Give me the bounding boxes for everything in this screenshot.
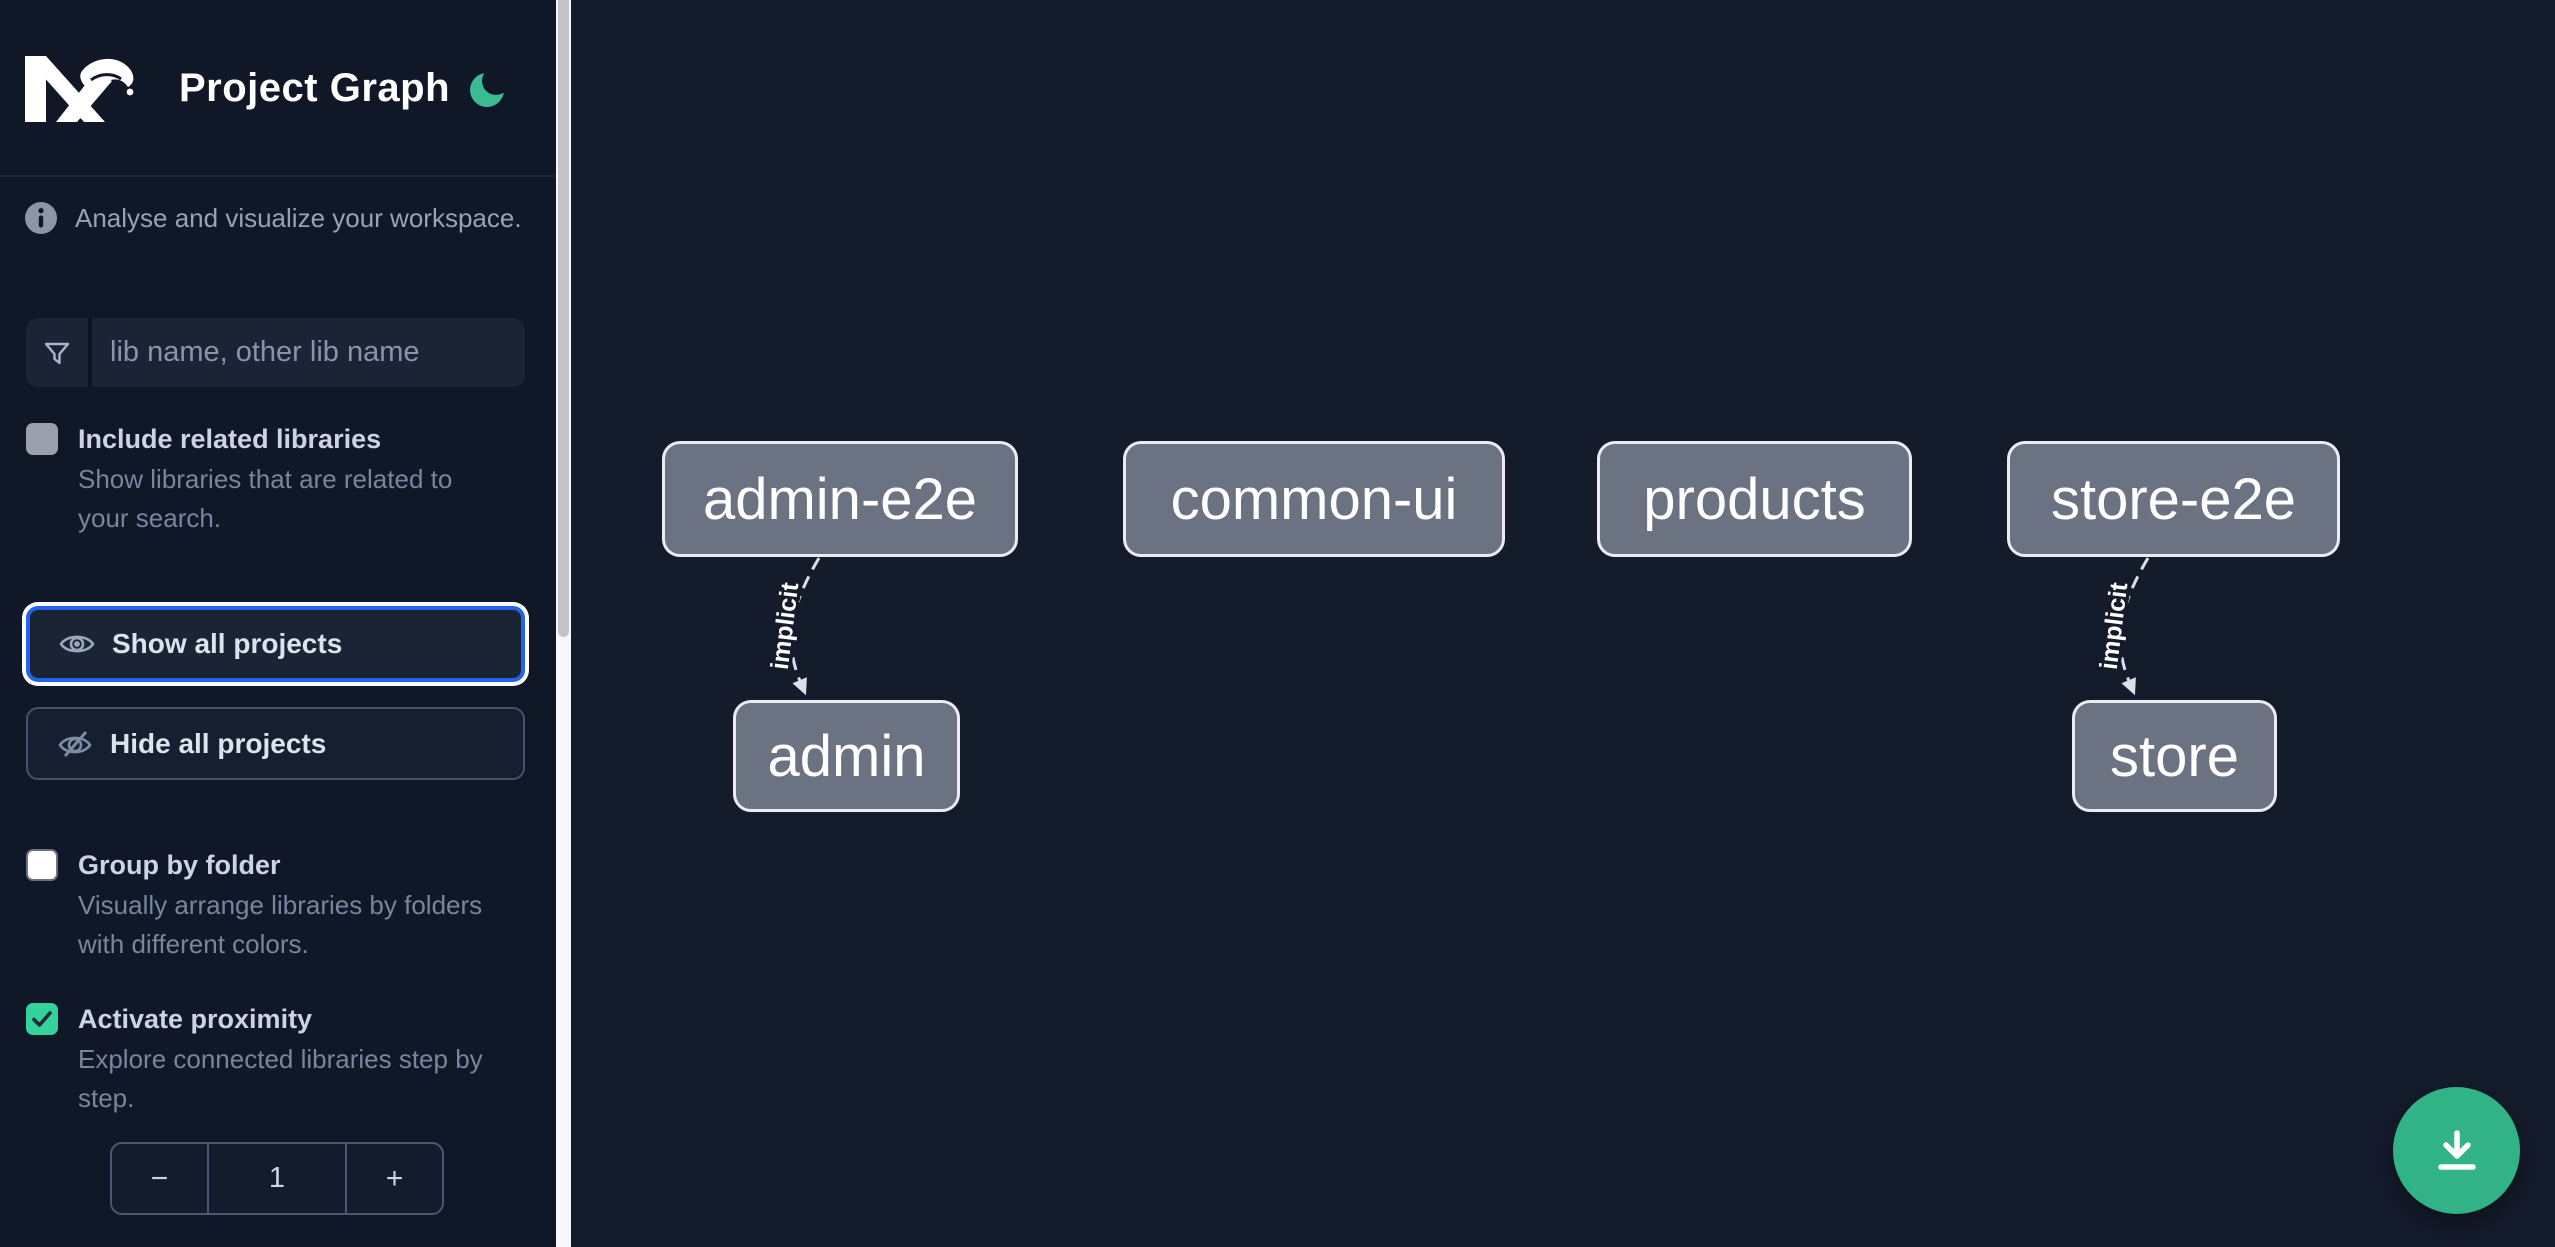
page-title: Project Graph bbox=[179, 66, 451, 110]
activate-proximity-checkbox[interactable] bbox=[26, 1003, 58, 1035]
nx-logo bbox=[25, 56, 134, 122]
show-all-projects-button[interactable]: Show all projects bbox=[26, 606, 525, 682]
search-filter bbox=[26, 318, 525, 387]
toggle-label: Group by folder bbox=[78, 850, 281, 880]
download-graph-button[interactable] bbox=[2393, 1087, 2520, 1214]
toggle-label: Include related libraries bbox=[78, 424, 382, 454]
info-icon bbox=[25, 202, 57, 234]
sidebar-scrollbar-track[interactable] bbox=[556, 0, 571, 1247]
edge-admin-e2e-admin bbox=[789, 557, 821, 696]
sidebar-header: Project Graph bbox=[0, 0, 556, 177]
group-by-folder-checkbox[interactable] bbox=[26, 849, 58, 881]
stepper-value[interactable]: 1 bbox=[268, 1162, 286, 1194]
info-text: Analyse and visualize your workspace. bbox=[75, 202, 522, 233]
graph-canvas[interactable]: implicit implicit admin-e2e common-ui pr… bbox=[571, 0, 2555, 1247]
graph-node-admin[interactable]: admin bbox=[733, 700, 960, 812]
toggle-description: Show libraries that are related to your … bbox=[78, 464, 453, 533]
graph-node-store-e2e[interactable]: store-e2e bbox=[2007, 441, 2340, 557]
sidebar-scrollbar-thumb[interactable] bbox=[558, 0, 569, 637]
show-all-projects-label: Show all projects bbox=[112, 628, 343, 659]
graph-node-store[interactable]: store bbox=[2072, 700, 2277, 812]
graph-edges: implicit implicit bbox=[762, 557, 2150, 696]
edge-label: implicit bbox=[766, 580, 805, 671]
theme-toggle-button[interactable] bbox=[464, 66, 512, 114]
download-icon bbox=[2437, 1129, 2476, 1170]
decrement-button[interactable]: − bbox=[112, 1144, 209, 1213]
search-input[interactable] bbox=[92, 318, 525, 387]
hide-all-projects-button[interactable]: Hide all projects bbox=[26, 707, 525, 780]
sidebar: Project Graph Analyse bbox=[0, 0, 556, 1247]
toggle-include-related: Include related libraries Show libraries… bbox=[26, 421, 526, 538]
toggle-activate-proximity: Activate proximity Explore connected lib… bbox=[26, 1001, 526, 1118]
moon-icon bbox=[470, 72, 504, 107]
graph-node-admin-e2e[interactable]: admin-e2e bbox=[662, 441, 1018, 557]
graph-node-products[interactable]: products bbox=[1597, 441, 1912, 557]
hide-all-projects-label: Hide all projects bbox=[110, 727, 327, 759]
graph-node-common-ui[interactable]: common-ui bbox=[1123, 441, 1505, 557]
eye-off-icon bbox=[56, 730, 94, 758]
workspace-info: Analyse and visualize your workspace. bbox=[25, 202, 522, 234]
filter-icon bbox=[26, 318, 92, 387]
proximity-depth-stepper: − 1 + bbox=[110, 1142, 444, 1215]
edge-store-e2e-store bbox=[2118, 557, 2150, 696]
toggle-group-by-folder: Group by folder Visually arrange librari… bbox=[26, 847, 526, 964]
toggle-label: Activate proximity bbox=[78, 1004, 313, 1034]
include-related-checkbox[interactable] bbox=[26, 423, 58, 455]
increment-button[interactable]: + bbox=[345, 1144, 442, 1213]
checkmark-icon bbox=[32, 1011, 52, 1027]
edge-label: implicit bbox=[2095, 580, 2134, 671]
toggle-description: Explore connected libraries step by step… bbox=[78, 1044, 483, 1113]
toggle-description: Visually arrange libraries by folders wi… bbox=[78, 890, 483, 959]
eye-icon bbox=[58, 630, 96, 658]
